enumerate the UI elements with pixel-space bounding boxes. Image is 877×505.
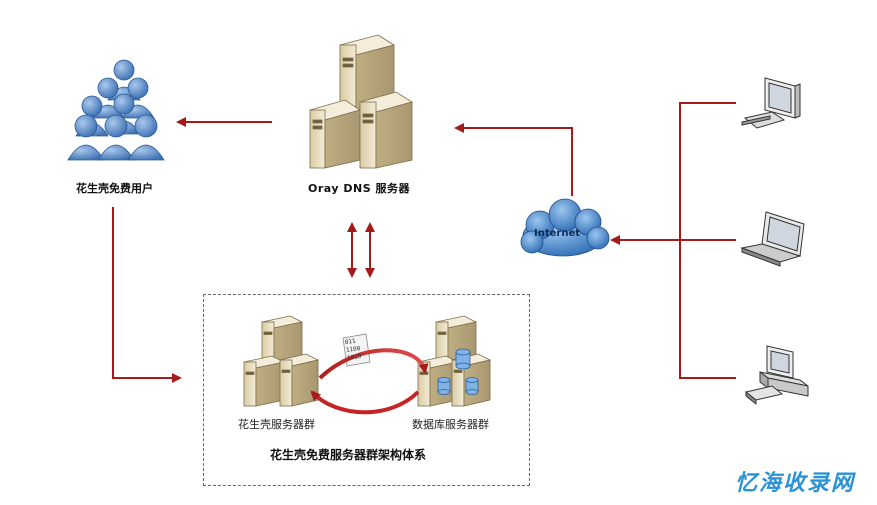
database-server-icon: [416, 315, 492, 407]
dns-server-label: Oray DNS 服务器: [308, 182, 410, 195]
workstation-icon: [744, 345, 809, 406]
hsk-cluster-label: 花生壳服务器群: [238, 418, 315, 431]
server-cluster-container: [203, 294, 530, 486]
laptop-icon: [740, 211, 805, 267]
data-bits: 011 1100 1010: [344, 337, 362, 363]
db-cluster-label: 数据库服务器群: [412, 418, 489, 431]
desktop-computer-icon: [741, 77, 801, 129]
users-group-icon: [67, 59, 165, 161]
system-title: 花生壳免费服务器群架构体系: [270, 448, 427, 462]
connection-lines: [112, 102, 736, 383]
watermark: 忆海收录网: [734, 471, 855, 496]
internet-label: Internet: [534, 228, 581, 239]
users-label: 花生壳免费用户: [76, 182, 153, 195]
dns-server-icon: [309, 34, 413, 169]
sync-arc-arrows: [310, 348, 429, 415]
cloud-icon: [520, 198, 610, 257]
